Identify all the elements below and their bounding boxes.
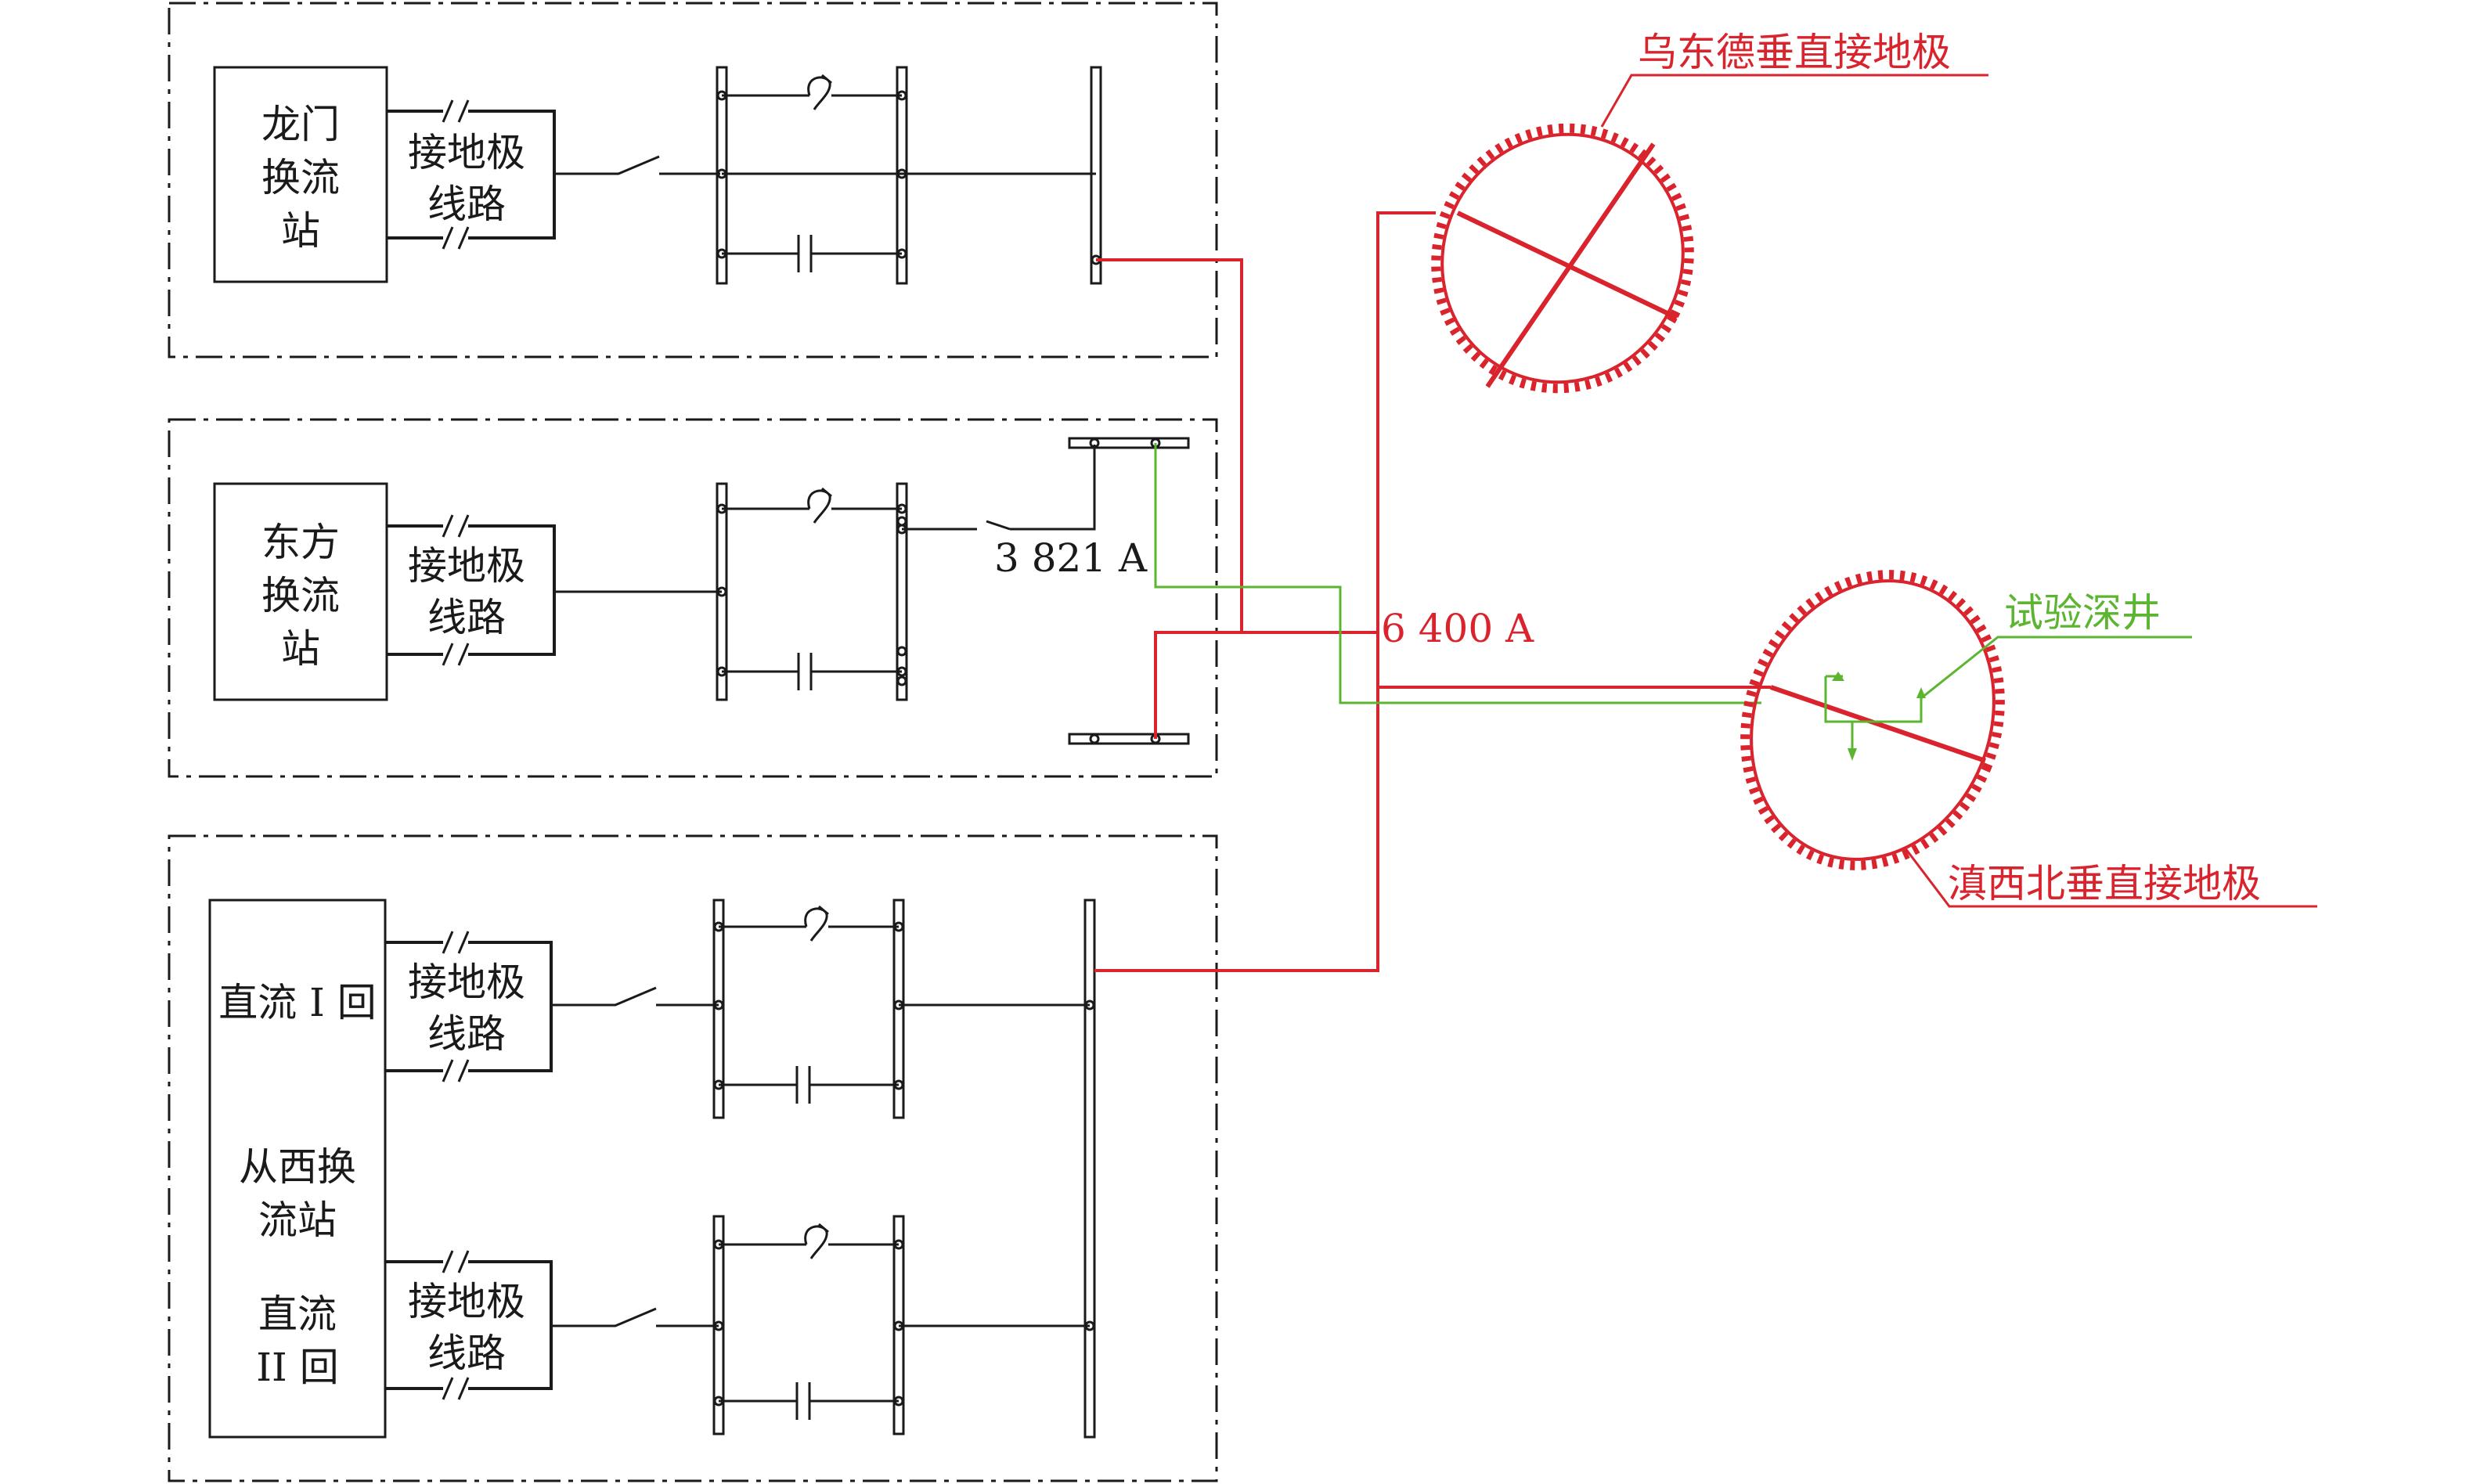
dianxibei-electrode-group: 滇西北垂直接地极 试验深井 xyxy=(1740,570,2317,908)
dongfang-line-break-marks xyxy=(442,514,470,666)
longmen-name-line-3: 站 xyxy=(281,208,320,254)
congxi-c1-busbar-2 xyxy=(892,899,905,1119)
longmen-station-group: 龙门 换流 站 接地极 线路 xyxy=(213,66,1102,285)
congxi-c1-electrode-line-label-2: 线路 xyxy=(427,1011,506,1057)
dianxibei-electrode-ring xyxy=(1740,570,2005,870)
green-path-line xyxy=(1154,443,1761,704)
wudongde-label: 乌东德垂直接地极 xyxy=(1638,30,1951,75)
dongfang-station-box xyxy=(213,482,388,701)
congxi-c2-disconnect-switch xyxy=(551,1307,719,1327)
test-well-label: 试验深井 xyxy=(2004,590,2161,636)
red-path-congxi xyxy=(1094,211,1436,972)
dongfang-electrode-line-box xyxy=(387,524,556,656)
dongfang-name-line-3: 站 xyxy=(281,626,320,672)
congxi-c2-electrode-line-label-2: 线路 xyxy=(427,1331,506,1376)
congxi-c1-breaker-symbol xyxy=(804,905,829,942)
dongfang-name-line-1: 东方 xyxy=(261,520,340,565)
congxi-c1-capacitor-branch xyxy=(719,1066,899,1104)
dianxibei-label: 滇西北垂直接地极 xyxy=(1948,861,2261,906)
congxi-c1-disconnect-switch xyxy=(551,986,719,1007)
longmen-line-break-marks xyxy=(442,99,470,250)
dongfang-name-line-2: 换流 xyxy=(261,573,340,618)
red-path-dongfang xyxy=(1154,631,1242,739)
dianxibei-leader-line xyxy=(1904,848,2317,908)
wudongde-electrode-group: 乌东德垂直接地极 xyxy=(1431,30,1988,394)
dongfang-connection-dots xyxy=(716,438,1161,744)
wudongde-leader-line xyxy=(1600,74,1988,128)
congxi-enclosure xyxy=(168,834,1218,1482)
congxi-c2-line-break-marks xyxy=(442,1250,470,1400)
congxi-c1-busbar-1 xyxy=(712,899,725,1119)
dianxibei-electrode-crossbar xyxy=(1770,685,1986,763)
red-current-paths: 6 400 A xyxy=(1094,211,1771,972)
dongfang-branch-current: 3 821 A xyxy=(994,535,1148,581)
dongfang-breaker-symbol xyxy=(807,487,832,524)
congxi-station-box xyxy=(208,899,387,1439)
dongfang-electrode-line-label-1: 接地极 xyxy=(408,543,525,589)
wudongde-electrode-ring-inner xyxy=(1440,132,1685,384)
congxi-station-group: 直流 I 回 从西换 流站 直流 II 回 接地极 线路 接地极 线路 xyxy=(208,899,1096,1439)
total-current-label: 6 400 A xyxy=(1381,606,1534,651)
red-path-longmen xyxy=(1096,258,1378,634)
test-well-leader-line xyxy=(1920,636,2192,700)
dongfang-station-group: 东方 换流 站 接地极 线路 3 821 A xyxy=(213,437,1190,745)
congxi-c1-electrode-line-label-1: 接地极 xyxy=(408,960,525,1005)
dongfang-capacitor-branch xyxy=(722,653,902,690)
congxi-name-line-1: 从西换 xyxy=(239,1144,356,1190)
green-test-path xyxy=(1154,443,1761,704)
congxi-c2-electrode-line-label-1: 接地极 xyxy=(408,1279,525,1324)
congxi-c2-capacitor-branch xyxy=(719,1382,899,1420)
congxi-c2-breaker-symbol xyxy=(804,1223,829,1259)
dianxibei-electrode-ring-inner xyxy=(1750,579,1996,861)
congxi-c1-line-break-marks xyxy=(442,931,470,1082)
dongfang-lower-small-bus xyxy=(1068,733,1190,745)
congxi-c1-electrode-line-box xyxy=(385,941,553,1072)
test-well-arrowheads xyxy=(1832,672,1926,761)
longmen-name-line-1: 龙门 xyxy=(261,102,340,147)
dongfang-enclosure xyxy=(168,418,1218,778)
longmen-neutral-bus xyxy=(1090,66,1102,285)
congxi-neutral-bus xyxy=(1083,899,1096,1439)
longmen-connection-dots xyxy=(716,90,1101,265)
congxi-connection-dots xyxy=(713,921,1095,1407)
congxi-circuit-2-label-1: 直流 xyxy=(258,1291,337,1337)
congxi-name-line-2: 流站 xyxy=(258,1198,337,1243)
longmen-electrode-line-label-2: 线路 xyxy=(427,182,506,227)
wudongde-electrode-cross xyxy=(1456,142,1678,388)
dongfang-upper-small-bus xyxy=(1068,437,1190,449)
congxi-circuit-1-label: 直流 I 回 xyxy=(218,980,377,1025)
longmen-disconnect-switch xyxy=(554,155,720,175)
dongfang-electrode-line-label-2: 线路 xyxy=(427,595,506,640)
longmen-electrode-line-label-1: 接地极 xyxy=(408,130,525,175)
longmen-station-box xyxy=(213,66,388,283)
longmen-breaker-symbol xyxy=(807,74,832,110)
longmen-name-line-2: 换流 xyxy=(261,155,340,200)
dongfang-branch-switch xyxy=(902,445,1096,531)
congxi-circuit-2-label-2: II 回 xyxy=(256,1345,338,1390)
dongfang-busbar-2 xyxy=(896,482,908,701)
longmen-enclosure xyxy=(168,2,1218,358)
longmen-capacitor-branch xyxy=(722,235,902,272)
